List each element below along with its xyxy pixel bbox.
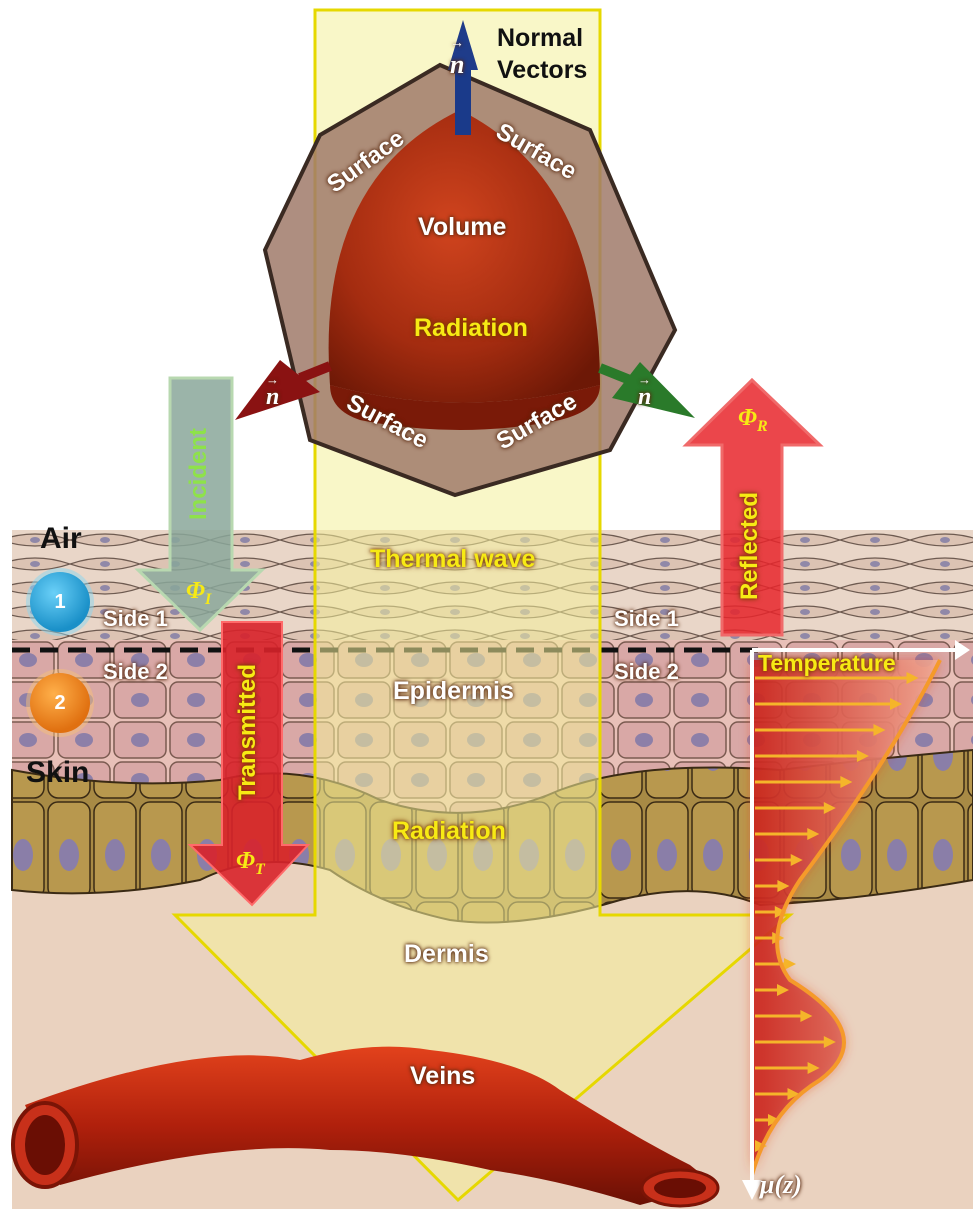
normal-vectors-line2: Vectors <box>497 54 587 86</box>
mu-z-label: μ(z) <box>760 1170 802 1200</box>
vector-arrow-right: → <box>638 372 651 388</box>
skin-circle: 2 <box>30 673 90 733</box>
vein-lumen-left <box>25 1115 65 1175</box>
side2-right-label: Side 2 <box>614 659 679 685</box>
veins-label: Veins <box>410 1062 475 1091</box>
side2-left-label: Side 2 <box>103 659 168 685</box>
skin-label: Skin <box>26 756 89 790</box>
thermal-wave-label: Thermal wave <box>370 545 535 574</box>
air-label: Air <box>40 522 82 556</box>
vector-n-top-text: n <box>450 50 464 79</box>
phi-r-symbol: Φ <box>738 405 757 431</box>
vector-n-left: →n <box>266 384 279 411</box>
phi-r-sub: R <box>757 418 768 435</box>
phi-i-label: ΦI <box>186 578 211 609</box>
side1-right-label: Side 1 <box>614 606 679 632</box>
normal-vectors-line1: Normal <box>497 22 587 54</box>
vector-n-top: →n <box>450 50 464 80</box>
vein-lumen-right <box>654 1178 706 1198</box>
vector-arrow-top: → <box>450 36 464 52</box>
vector-arrow-left: → <box>266 372 279 388</box>
phi-i-sub: I <box>205 591 211 608</box>
phi-t-label: ΦT <box>236 848 265 879</box>
vector-n-right: →n <box>638 384 651 411</box>
temperature-label: Temperature <box>758 650 896 677</box>
side1-left-label: Side 1 <box>103 606 168 632</box>
transmitted-label: Transmitted <box>234 664 262 800</box>
phi-t-symbol: Φ <box>236 848 255 874</box>
volume-label: Volume <box>418 213 506 242</box>
phi-t-sub: T <box>255 861 265 878</box>
reflected-label: Reflected <box>736 492 764 600</box>
epidermis-label: Epidermis <box>393 677 514 706</box>
phi-r-label: ΦR <box>738 405 768 436</box>
incident-label: Incident <box>185 428 213 520</box>
phi-i-symbol: Φ <box>186 578 205 604</box>
radiation-top-label: Radiation <box>414 314 528 343</box>
dermis-label: Dermis <box>404 940 489 969</box>
normal-vectors-label: Normal Vectors <box>497 22 587 86</box>
radiation-mid-label: Radiation <box>392 817 506 846</box>
air-circle: 1 <box>30 572 90 632</box>
